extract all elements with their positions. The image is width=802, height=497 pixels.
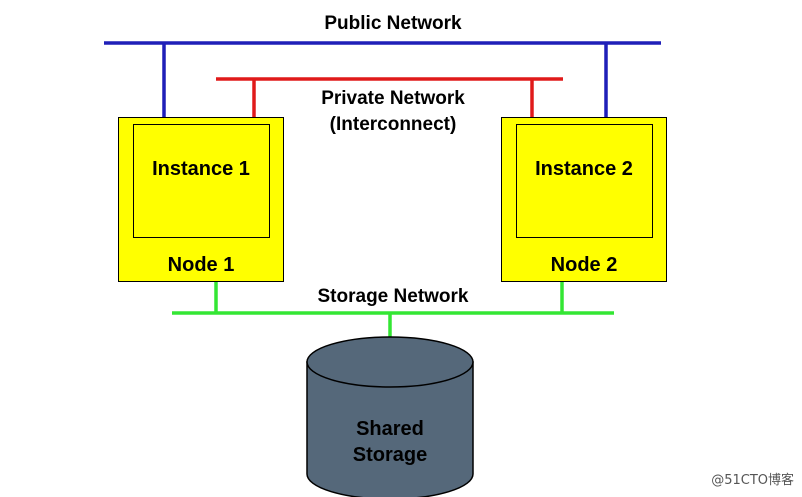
storage-network-label: Storage Network bbox=[317, 286, 469, 307]
instance-2-box bbox=[516, 124, 653, 238]
shared-storage-label-line1: Shared bbox=[356, 418, 424, 440]
node-1-label: Node 1 bbox=[167, 254, 235, 276]
private-network-label: Private Network bbox=[321, 88, 465, 109]
public-network-label: Public Network bbox=[324, 13, 462, 34]
interconnect-label: (Interconnect) bbox=[329, 114, 457, 135]
shared-storage-label-line2: Storage bbox=[352, 444, 428, 466]
cylinder-body bbox=[306, 361, 474, 497]
cylinder-top bbox=[306, 336, 474, 388]
watermark: @51CTO博客 bbox=[711, 473, 794, 488]
instance-1-label: Instance 1 bbox=[152, 158, 250, 180]
shared-storage-cylinder bbox=[306, 336, 474, 497]
node-2-label: Node 2 bbox=[550, 254, 618, 276]
instance-1-box bbox=[133, 124, 270, 238]
instance-2-label: Instance 2 bbox=[535, 158, 633, 180]
